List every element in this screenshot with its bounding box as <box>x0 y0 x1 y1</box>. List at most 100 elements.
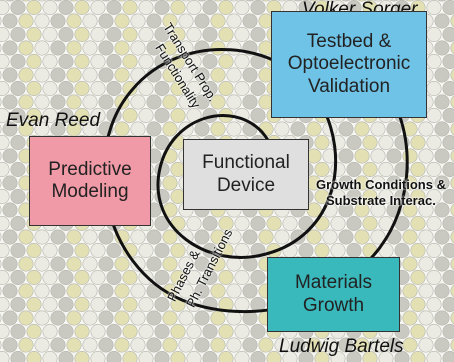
lattice-atom <box>82 13 98 29</box>
person-label-evan: Evan Reed <box>6 110 101 131</box>
lattice-atom <box>434 310 450 326</box>
lattice-atom <box>154 108 170 124</box>
lattice-atom <box>122 269 138 285</box>
lattice-atom <box>450 338 454 352</box>
lattice-atom <box>434 67 450 83</box>
lattice-atom <box>10 323 26 339</box>
lattice-atom <box>34 67 50 83</box>
lattice-atom <box>114 40 130 56</box>
lattice-atom <box>277 0 287 2</box>
lattice-atom <box>18 121 34 137</box>
lattice-atom <box>394 351 410 362</box>
lattice-atom <box>130 310 146 326</box>
lattice-atom <box>146 337 162 353</box>
testbed-line-3: Validation <box>307 75 391 97</box>
lattice-atom <box>322 148 338 164</box>
lattice-atom <box>42 243 58 259</box>
lattice-atom <box>149 0 159 2</box>
lattice-atom <box>210 40 226 56</box>
lattice-atom <box>34 310 50 326</box>
lattice-atom <box>26 323 42 339</box>
lattice-atom <box>2 256 18 272</box>
lattice-atom <box>58 53 74 69</box>
lattice-atom <box>274 229 290 245</box>
lattice-atom <box>90 53 106 69</box>
lattice-atom <box>74 323 90 339</box>
lattice-atom <box>426 243 442 259</box>
lattice-atom <box>426 269 442 285</box>
predictive-line-1: Predictive <box>48 158 132 180</box>
lattice-atom <box>106 243 122 259</box>
lattice-atom <box>18 337 34 353</box>
lattice-atom <box>418 175 434 191</box>
lattice-atom <box>418 229 434 245</box>
lattice-atom <box>410 243 426 259</box>
lattice-atom <box>426 162 442 178</box>
lattice-atom <box>442 243 454 258</box>
lattice-atom <box>74 53 90 69</box>
lattice-atom <box>90 296 106 312</box>
lattice-atom <box>66 283 82 299</box>
lattice-atom <box>0 216 10 231</box>
lattice-atom <box>58 81 74 97</box>
lattice-atom <box>410 162 426 178</box>
lattice-atom <box>50 40 66 56</box>
lattice-atom <box>26 243 42 259</box>
lattice-atom <box>117 0 127 2</box>
lattice-atom <box>42 108 58 124</box>
lattice-atom <box>402 202 418 218</box>
lattice-atom <box>2 121 18 137</box>
growth-conditions-label: Growth Conditions & <box>316 177 446 192</box>
lattice-atom <box>410 351 426 362</box>
lattice-atom <box>426 216 442 232</box>
lattice-atom <box>2 202 18 218</box>
lattice-atom <box>250 108 266 124</box>
lattice-atom <box>194 310 210 326</box>
lattice-atom <box>322 337 338 353</box>
lattice-atom <box>362 189 378 205</box>
lattice-atom <box>426 0 442 15</box>
lattice-atom <box>122 296 138 312</box>
lattice-atom <box>2 148 18 164</box>
lattice-atom <box>346 135 362 151</box>
lattice-atom <box>74 108 90 124</box>
lattice-atom <box>178 94 194 110</box>
lattice-atom <box>154 26 170 42</box>
lattice-atom <box>50 67 66 83</box>
lattice-atom <box>74 243 90 259</box>
lattice-atom <box>2 337 18 353</box>
lattice-atom <box>266 351 282 362</box>
lattice-atom <box>362 135 378 151</box>
lattice-atom <box>170 81 186 97</box>
lattice-atom <box>418 121 434 137</box>
lattice-atom <box>218 351 234 362</box>
lattice-atom <box>306 337 322 353</box>
lattice-atom <box>314 351 330 362</box>
lattice-atom <box>0 54 10 69</box>
lattice-atom <box>434 175 450 191</box>
lattice-atom <box>98 283 114 299</box>
lattice-atom <box>146 229 162 245</box>
lattice-atom <box>178 310 194 326</box>
lattice-atom <box>434 13 450 29</box>
lattice-atom <box>442 108 454 123</box>
lattice-atom <box>298 351 314 362</box>
lattice-atom <box>405 0 415 2</box>
lattice-atom <box>66 229 82 245</box>
lattice-atom <box>42 26 58 42</box>
lattice-atom <box>2 310 18 326</box>
testbed-validation-box: Testbed & Optoelectronic Validation <box>271 11 427 118</box>
lattice-atom <box>138 323 154 339</box>
lattice-atom <box>2 283 18 299</box>
lattice-atom <box>434 337 450 353</box>
lattice-atom <box>434 202 450 218</box>
lattice-atom <box>242 67 258 83</box>
lattice-atom <box>314 162 330 178</box>
lattice-atom <box>122 26 138 42</box>
materials-growth-box: Materials Growth <box>267 257 400 332</box>
lattice-atom <box>18 67 34 83</box>
lattice-atom <box>138 108 154 124</box>
lattice-atom <box>50 94 66 110</box>
lattice-atom <box>0 324 10 339</box>
lattice-atom <box>418 202 434 218</box>
